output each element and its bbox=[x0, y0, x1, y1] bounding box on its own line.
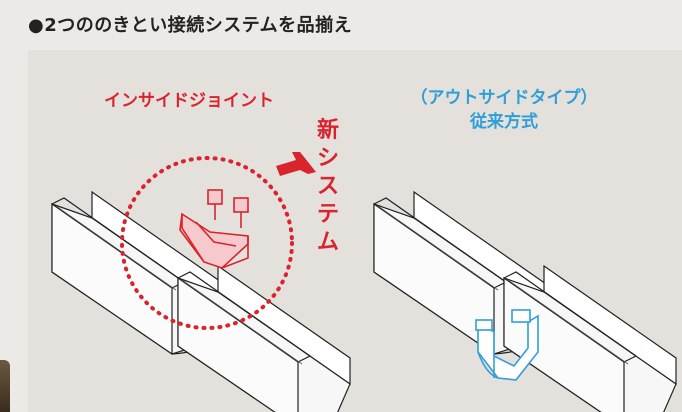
new-system-badge-char-5: ム bbox=[316, 230, 339, 255]
outside-type-label-line1: （アウトサイドタイプ） bbox=[410, 88, 598, 108]
inside-gutter-right bbox=[177, 265, 351, 412]
new-system-badge-char-2: シ bbox=[316, 146, 339, 171]
page-title: ●2つののきとい接続システムを品揃え bbox=[28, 15, 353, 36]
new-system-badge-char-3: ス bbox=[316, 174, 339, 199]
new-system-badge-char-4: テ bbox=[316, 202, 339, 227]
arrow-icon bbox=[276, 152, 316, 176]
outside-type-label-line2: 従来方式 bbox=[470, 112, 538, 132]
inside-joint-part bbox=[179, 189, 249, 269]
decorative-edge bbox=[0, 360, 10, 412]
outside-type-label: （アウトサイドタイプ） 従来方式 bbox=[404, 86, 604, 134]
new-system-badge: 新 シ ス テ ム bbox=[314, 117, 342, 257]
highlight-circle bbox=[120, 156, 294, 330]
outside-joint-part bbox=[475, 309, 539, 381]
new-system-badge-char-1: 新 bbox=[316, 118, 339, 143]
inside-joint-label: インサイドジョイント bbox=[104, 91, 274, 111]
